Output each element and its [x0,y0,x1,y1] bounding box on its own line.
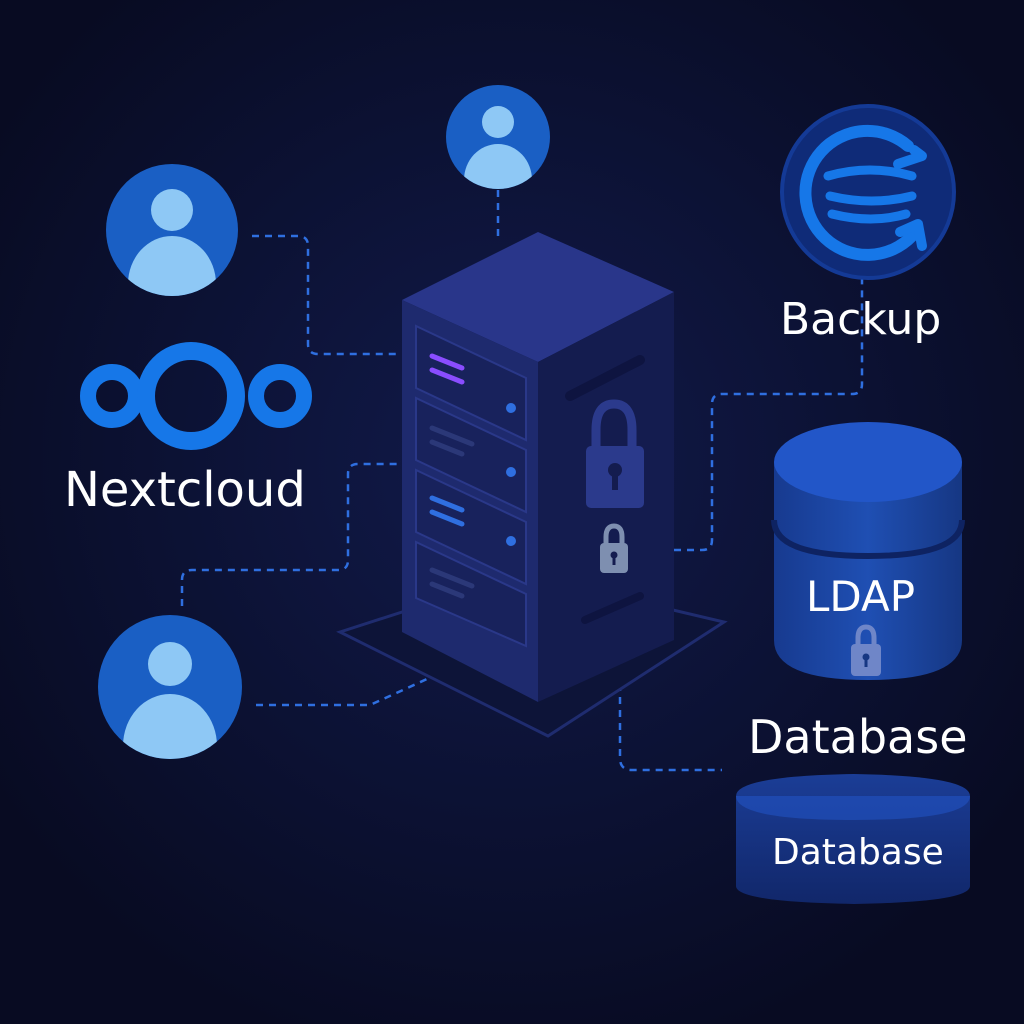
connector-server-backup [648,268,864,552]
user-avatar-top [446,85,550,189]
drive-bay [415,324,527,442]
nextcloud-logo [80,342,312,450]
backup-label: Backup [780,294,942,345]
user-icon [464,106,532,189]
ldap-label: LDAP [806,572,916,621]
database-box-label: Database [772,832,944,873]
user-avatar-bottom-left [98,615,242,759]
nextcloud-label: Nextcloud [64,462,306,518]
lock-icon [586,399,644,508]
lock-icon [600,523,628,573]
user-icon [128,189,216,296]
database-node [736,774,970,904]
connector-user1-server [252,234,398,356]
backup-node [780,104,956,280]
drive-bay [415,540,527,648]
ldap-node [771,422,965,680]
connector-server-database [618,580,722,772]
backup-sync-icon [799,124,927,261]
server-rack-icon [402,232,674,702]
connector-lines [180,190,864,772]
drive-bay [415,396,527,514]
connector-nextcloud-server [180,462,398,606]
user-avatar-top-left [106,164,238,296]
drive-bay [415,468,527,586]
user-icon [123,642,217,759]
lock-icon [851,624,881,676]
database-heading: Database [748,710,968,764]
